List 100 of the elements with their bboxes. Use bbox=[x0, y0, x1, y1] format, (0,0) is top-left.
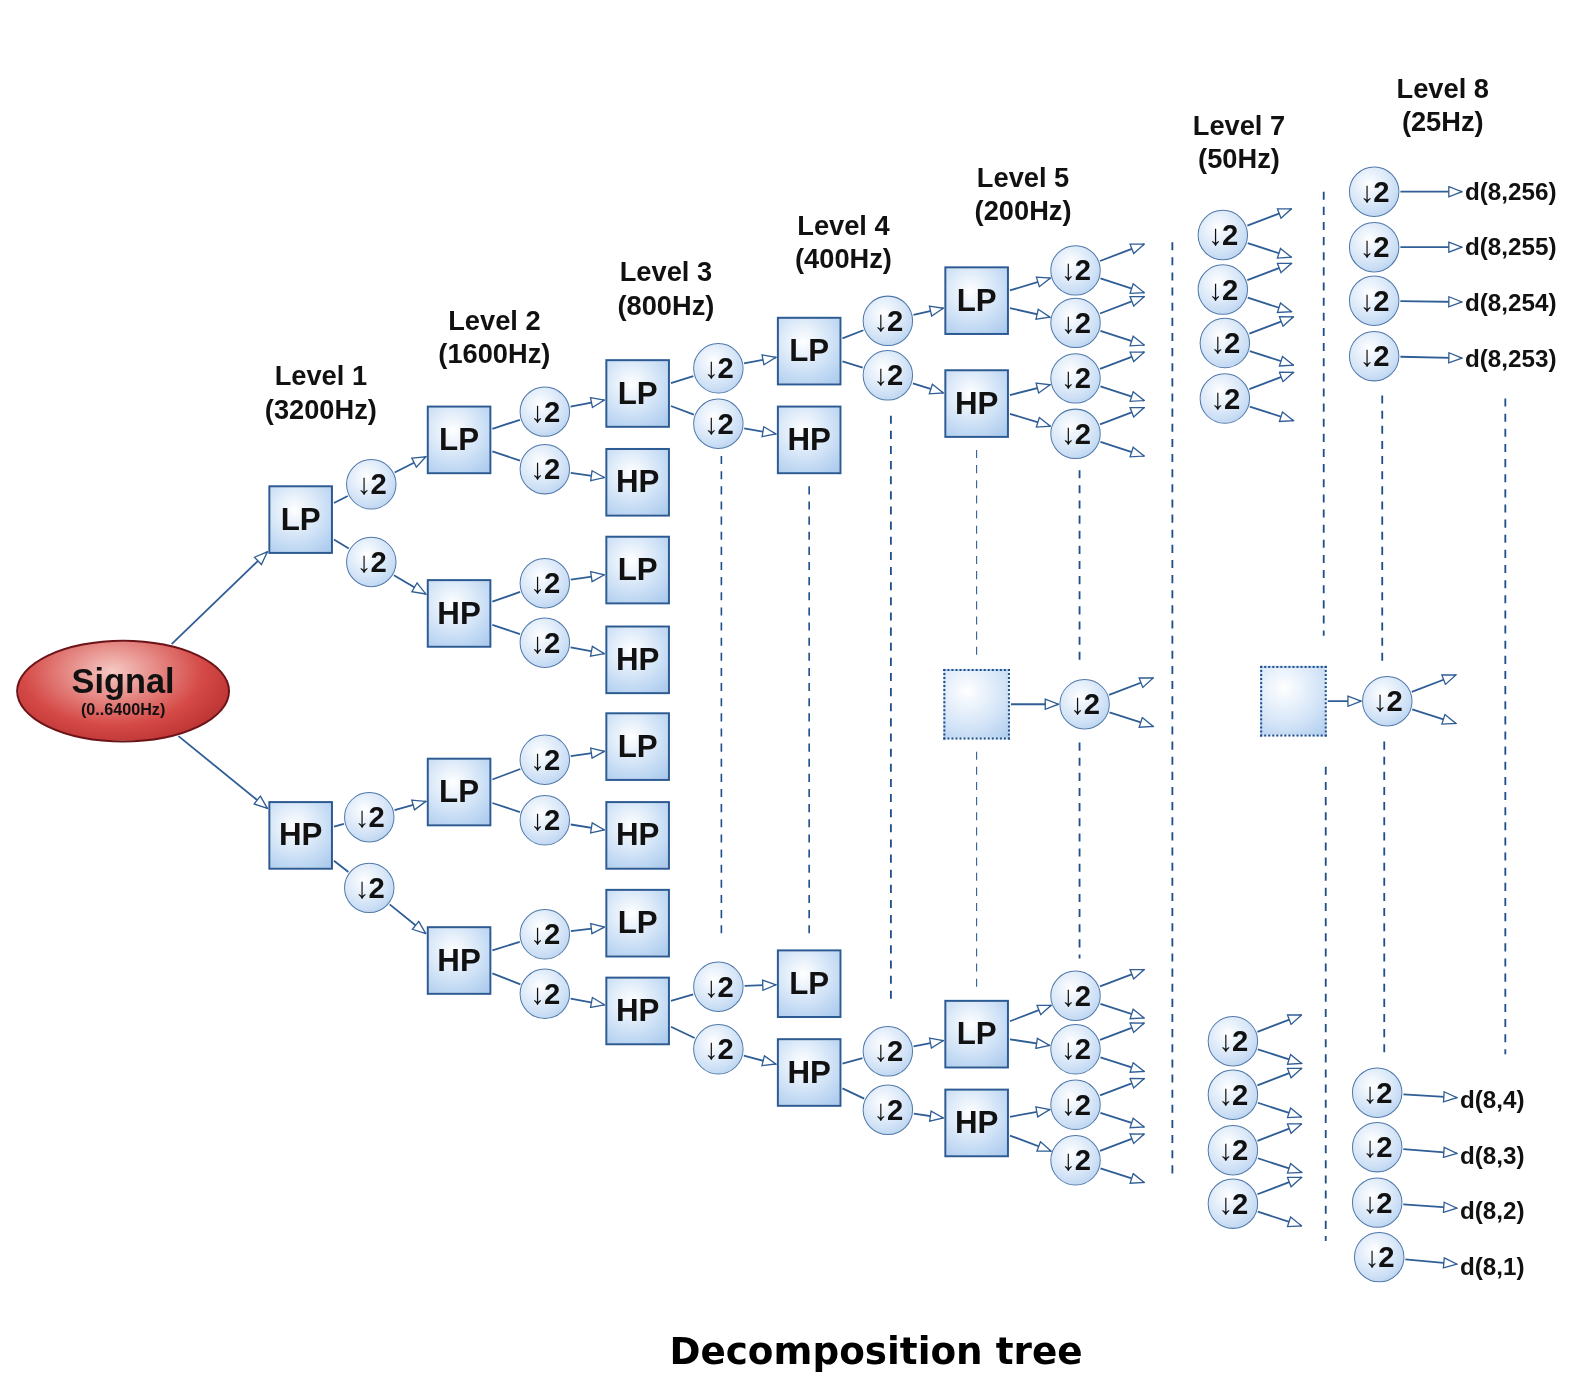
connector-line bbox=[491, 768, 522, 781]
downsample-circle: ↓2 bbox=[1348, 330, 1400, 382]
connector-line bbox=[670, 375, 695, 384]
downsample-circle: ↓2 bbox=[1197, 209, 1249, 261]
connector-line bbox=[491, 972, 522, 986]
downsample-circle: ↓2 bbox=[1059, 679, 1110, 730]
arrow bbox=[1404, 1257, 1458, 1269]
connector-line bbox=[841, 1087, 866, 1100]
arrow bbox=[1099, 1133, 1146, 1152]
filter-box: LP bbox=[426, 405, 492, 475]
downsample-circle: ↓2 bbox=[1207, 1016, 1259, 1067]
arrow bbox=[743, 354, 777, 366]
output-label: d(8,2) bbox=[1457, 1195, 1527, 1226]
downsample-circle: ↓2 bbox=[1197, 264, 1249, 315]
arrow bbox=[1246, 296, 1293, 314]
downsample-circle: ↓2 bbox=[1050, 408, 1101, 460]
arrow bbox=[1099, 968, 1146, 988]
arrow bbox=[1399, 241, 1463, 253]
arrow bbox=[1099, 441, 1146, 458]
arrow bbox=[1009, 382, 1051, 396]
downsample-circle: ↓2 bbox=[693, 961, 744, 1012]
arrow bbox=[1099, 1056, 1146, 1073]
downsample-circle: ↓2 bbox=[693, 398, 744, 449]
arrow bbox=[1099, 1111, 1146, 1129]
downsample-circle: ↓2 bbox=[1050, 1135, 1101, 1186]
filter-box: LP bbox=[605, 712, 670, 781]
arrow bbox=[569, 822, 606, 834]
connector-line bbox=[333, 859, 350, 873]
arrow bbox=[1009, 1037, 1051, 1049]
arrow bbox=[1402, 1091, 1458, 1103]
level-heading: Level 5 (200Hz) bbox=[973, 161, 1073, 228]
arrow bbox=[393, 455, 427, 474]
signal-range: (0..6400Hz) bbox=[80, 700, 166, 721]
arrow bbox=[1399, 296, 1463, 308]
downsample-circle: ↓2 bbox=[1050, 1024, 1101, 1075]
arrow bbox=[170, 550, 269, 646]
arrow bbox=[1099, 295, 1146, 315]
arrow bbox=[569, 645, 606, 657]
arrow bbox=[1009, 1134, 1052, 1152]
downsample-circle: ↓2 bbox=[1351, 1067, 1403, 1118]
arrow bbox=[1009, 1106, 1051, 1118]
filter-box: HP bbox=[605, 625, 670, 695]
downsample-circle: ↓2 bbox=[519, 795, 571, 846]
output-label: d(8,253) bbox=[1462, 344, 1559, 375]
level-heading: Level 4 (400Hz) bbox=[794, 209, 893, 277]
downsample-circle: ↓2 bbox=[344, 862, 395, 914]
arrow bbox=[1009, 307, 1051, 320]
arrow bbox=[393, 799, 427, 812]
arrow bbox=[1399, 352, 1463, 364]
connector-line bbox=[491, 591, 521, 603]
downsample-circle: ↓2 bbox=[1199, 373, 1251, 424]
arrow bbox=[1108, 677, 1155, 696]
output-label: d(8,4) bbox=[1457, 1084, 1527, 1115]
downsample-circle: ↓2 bbox=[862, 1084, 914, 1136]
filter-box: HP bbox=[776, 405, 842, 475]
arrow bbox=[912, 1110, 945, 1122]
output-label: d(8,1) bbox=[1457, 1252, 1527, 1283]
arrow bbox=[1256, 1157, 1303, 1174]
filter-box: LP bbox=[605, 535, 670, 605]
arrow bbox=[912, 305, 945, 317]
arrow bbox=[742, 1054, 777, 1067]
filter-box: LP bbox=[944, 266, 1009, 335]
arrow bbox=[1099, 1022, 1146, 1041]
downsample-circle: ↓2 bbox=[1050, 1079, 1101, 1130]
arrow bbox=[569, 747, 606, 759]
arrow bbox=[392, 574, 427, 595]
filter-box: HP bbox=[605, 801, 670, 870]
downsample-circle: ↓2 bbox=[1354, 1231, 1405, 1283]
caption: Decomposition tree bbox=[669, 1329, 1083, 1374]
downsample-circle: ↓2 bbox=[1351, 1177, 1403, 1228]
arrow bbox=[1402, 1201, 1458, 1213]
arrow bbox=[569, 923, 606, 935]
arrow bbox=[1248, 371, 1295, 391]
arrow bbox=[1402, 1146, 1458, 1159]
arrow bbox=[569, 396, 606, 409]
downsample-circle: ↓2 bbox=[519, 734, 571, 785]
connector-line bbox=[333, 495, 349, 504]
arrow bbox=[1326, 695, 1362, 707]
downsample-circle: ↓2 bbox=[1348, 275, 1400, 326]
connector-line bbox=[670, 1025, 696, 1039]
arrow bbox=[1410, 674, 1457, 693]
filter-box: HP bbox=[944, 369, 1009, 438]
downsample-circle: ↓2 bbox=[1207, 1069, 1259, 1120]
connector-line bbox=[333, 538, 350, 550]
arrow bbox=[1248, 315, 1295, 335]
arrow bbox=[569, 470, 606, 482]
connector-line bbox=[841, 360, 864, 369]
filter-box: LP bbox=[268, 485, 333, 554]
filter-box: LP bbox=[944, 999, 1009, 1069]
arrow bbox=[569, 570, 606, 583]
filter-box: LP bbox=[605, 888, 670, 958]
arrow bbox=[1256, 1101, 1303, 1119]
arrow bbox=[1010, 698, 1060, 710]
downsample-circle: ↓2 bbox=[1351, 1121, 1403, 1173]
downsample-circle: ↓2 bbox=[1362, 676, 1413, 727]
downsample-circle: ↓2 bbox=[1050, 297, 1101, 349]
filter-box: HP bbox=[426, 926, 492, 995]
level-heading: Level 8 (25Hz) bbox=[1395, 72, 1490, 140]
arrow bbox=[911, 382, 945, 395]
arrow bbox=[1248, 350, 1295, 367]
